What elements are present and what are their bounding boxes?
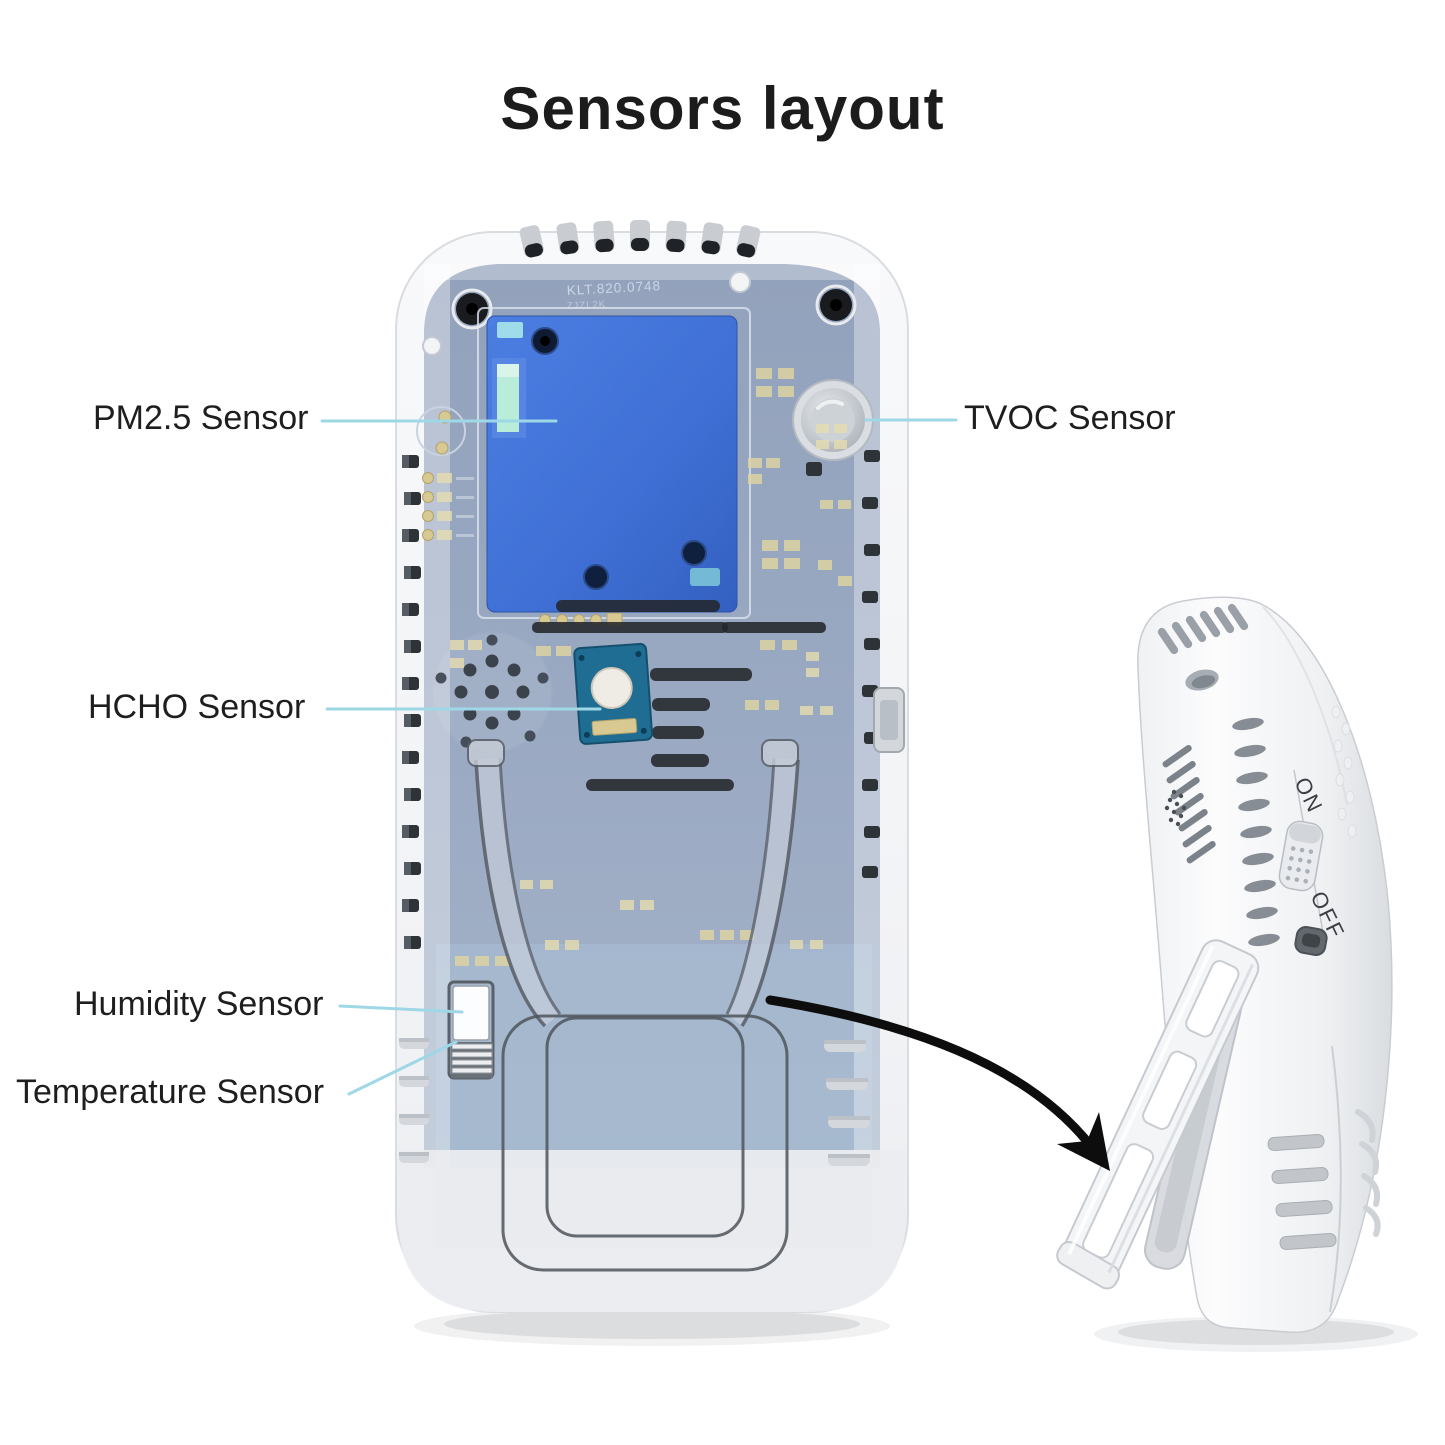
side-top-vents — [1157, 603, 1249, 655]
side-oval-vents — [1232, 717, 1281, 949]
label-tvoc-sensor: TVOC Sensor — [964, 399, 1176, 437]
hcho-sensor-cell — [590, 667, 633, 710]
battery-recess-outline — [545, 1016, 745, 1238]
pcb-silkscreen-line2: ZJZL2K — [567, 299, 607, 312]
main-device-back-view: KLT.820.0748 ZJZL2K — [395, 220, 909, 1346]
kickstand-recess-outline — [501, 1014, 789, 1272]
top-vents — [519, 220, 761, 258]
hcho-sensor-module — [573, 642, 653, 745]
temperature-leader-line — [347, 1040, 458, 1096]
main-device-usb-port — [873, 687, 905, 753]
curved-arrow-icon — [765, 995, 1110, 1171]
side-device-view: ON OFF — [1056, 596, 1418, 1352]
humidity-leader-line — [338, 1004, 464, 1014]
mic-holes — [1164, 789, 1187, 827]
usb-port — [1294, 926, 1328, 956]
power-switch-area: ON OFF — [1278, 769, 1350, 956]
pcb-slots — [532, 600, 826, 791]
left-smd-column — [402, 455, 421, 949]
power-switch — [1278, 820, 1324, 892]
pcb-footprints — [416, 406, 474, 541]
shell-side-ridges — [399, 1038, 870, 1166]
kickstand — [1056, 939, 1260, 1290]
label-humidity-sensor: Humidity Sensor — [74, 985, 324, 1023]
label-pm25-sensor: PM2.5 Sensor — [93, 399, 309, 437]
label-hcho-sensor: HCHO Sensor — [88, 688, 306, 726]
edge-dimples — [1331, 705, 1357, 838]
side-hash-vents — [1162, 744, 1216, 864]
edge-chevrons — [1355, 1109, 1381, 1237]
pcb-silkscreen-line1: KLT.820.0748 — [566, 278, 661, 298]
humidity-temperature-sensor — [447, 980, 495, 1080]
leader-lines — [320, 418, 958, 1096]
label-temperature-sensor: Temperature Sensor — [16, 1073, 325, 1111]
frosted-bottom — [398, 1150, 906, 1312]
smd-pads — [450, 368, 852, 966]
hanging-hole — [1185, 669, 1219, 691]
side-bottom-slots — [1267, 1133, 1337, 1251]
temperature-sensor-fins — [451, 1043, 493, 1074]
kickstand-arms-inner — [467, 739, 800, 1028]
pm25-inlet-accent — [497, 364, 519, 432]
pm25-sensor-module — [477, 307, 751, 619]
page-title: Sensors layout — [500, 75, 945, 142]
